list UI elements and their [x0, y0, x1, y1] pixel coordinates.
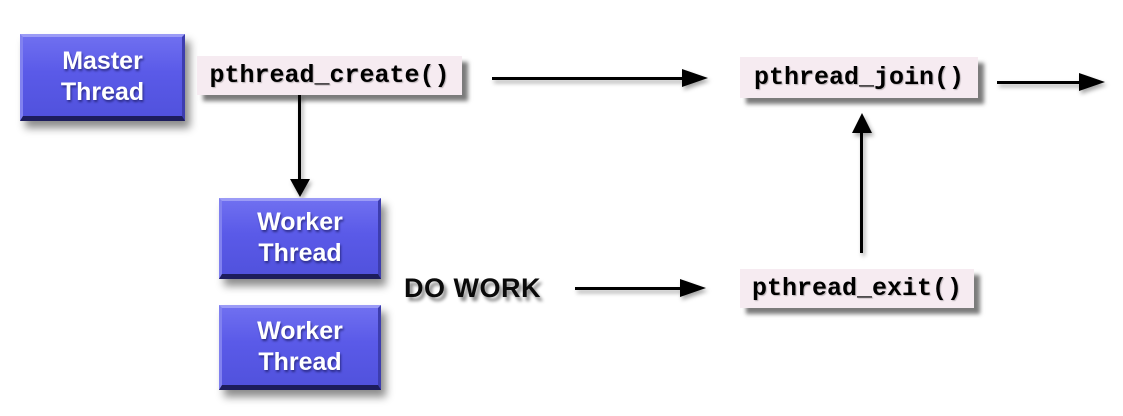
arrow-head	[852, 113, 872, 133]
master-thread-box: Master Thread	[20, 34, 185, 121]
arrow-shaft	[492, 77, 684, 80]
do-work-annotation: DO WORK	[404, 273, 541, 303]
worker-thread-box-2: Worker Thread	[219, 305, 381, 390]
arrow-work-to-exit	[575, 279, 706, 297]
master-thread-label-line1: Master	[62, 46, 143, 75]
arrow-create-to-join	[492, 69, 708, 87]
pthread-exit-text: pthread_exit()	[751, 274, 963, 303]
arrow-head	[290, 179, 310, 197]
arrow-head	[682, 69, 708, 87]
pthread-create-label: pthread_create()	[197, 56, 462, 95]
arrow-exit-to-join	[852, 113, 872, 253]
arrow-shaft	[575, 287, 683, 290]
worker-thread-box-1: Worker Thread	[219, 198, 381, 279]
arrow-shaft	[860, 131, 863, 253]
worker-thread-2-label-line1: Worker	[257, 316, 343, 345]
worker-thread-2-label-line2: Thread	[258, 347, 342, 376]
pthread-join-label: pthread_join()	[740, 57, 978, 98]
arrow-join-to-exit-right	[997, 73, 1107, 91]
arrow-head	[1079, 73, 1105, 91]
pthread-join-text: pthread_join()	[753, 63, 965, 92]
pthread-exit-label: pthread_exit()	[740, 269, 974, 308]
master-thread-label-line2: Thread	[60, 77, 145, 106]
arrow-shaft	[997, 81, 1081, 84]
arrow-head	[680, 279, 706, 297]
pthread-create-text: pthread_create()	[209, 61, 450, 90]
arrow-shaft	[298, 95, 301, 180]
worker-thread-1-label-line1: Worker	[257, 207, 343, 236]
worker-thread-1-label-line2: Thread	[258, 238, 342, 267]
arrow-create-to-worker	[290, 95, 310, 197]
